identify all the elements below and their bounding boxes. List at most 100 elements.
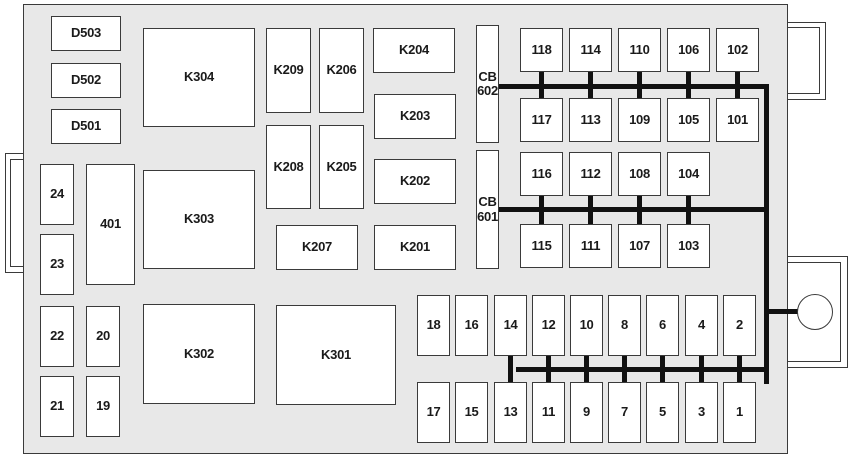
fuse-9[interactable]: 9	[570, 382, 603, 443]
busbar-stub	[584, 354, 589, 384]
battery-terminal-stud	[797, 294, 833, 330]
diode-d501[interactable]: D501	[51, 109, 121, 144]
busbar-stub	[637, 70, 642, 100]
relay-label: K208	[273, 158, 304, 174]
fuse-5[interactable]: 5	[646, 382, 679, 443]
fuse-117[interactable]: 117	[520, 98, 563, 142]
circuit-breaker-cb601[interactable]: CB 601	[476, 150, 499, 269]
busbar-mini-fuses	[516, 367, 768, 372]
fuse-118[interactable]: 118	[520, 28, 563, 72]
fuse-16[interactable]: 16	[455, 295, 488, 356]
relay-label: K209	[273, 62, 304, 78]
fuse-111[interactable]: 111	[569, 224, 612, 268]
relay-k205[interactable]: K205	[319, 125, 364, 209]
diode-label: D503	[71, 25, 101, 41]
relay-k204[interactable]: K204	[373, 28, 455, 73]
fuse-label: 6	[659, 317, 666, 333]
fuse-24[interactable]: 24	[40, 164, 74, 225]
fuse-101[interactable]: 101	[716, 98, 759, 142]
fuse-17[interactable]: 17	[417, 382, 450, 443]
fuse-label: 102	[727, 41, 748, 57]
fuse-label: 401	[100, 216, 121, 232]
fuse-label: 1	[736, 404, 743, 420]
busbar-cb602	[497, 84, 768, 89]
fuse-115[interactable]: 115	[520, 224, 563, 268]
relay-label: K202	[400, 173, 430, 189]
fuse-15[interactable]: 15	[455, 382, 488, 443]
busbar-stub	[686, 70, 691, 100]
fuse-label: 7	[621, 404, 628, 420]
fuse-116[interactable]: 116	[520, 152, 563, 196]
fuse-label: 118	[531, 41, 552, 57]
circuit-breaker-cb602[interactable]: CB 602	[476, 25, 499, 143]
relay-k201[interactable]: K201	[374, 225, 456, 270]
fuse-2[interactable]: 2	[723, 295, 756, 356]
diode-d502[interactable]: D502	[51, 63, 121, 98]
relay-label: K304	[184, 69, 214, 85]
relay-k206[interactable]: K206	[319, 28, 364, 113]
cb-label-line2: 601	[477, 208, 498, 224]
relay-k301[interactable]: K301	[276, 305, 396, 405]
fuse-13[interactable]: 13	[494, 382, 527, 443]
fuse-21[interactable]: 21	[40, 376, 74, 437]
fuse-label: 9	[583, 404, 590, 420]
fuse-107[interactable]: 107	[618, 224, 661, 268]
relay-label: K203	[400, 108, 430, 124]
busbar-stub	[737, 354, 742, 384]
relay-k203[interactable]: K203	[374, 94, 456, 139]
relay-k208[interactable]: K208	[266, 125, 311, 209]
fuse-105[interactable]: 105	[667, 98, 710, 142]
relay-label: K205	[326, 158, 357, 174]
fuse-label: 113	[580, 111, 601, 127]
fuse-20[interactable]: 20	[86, 306, 120, 367]
fuse-112[interactable]: 112	[569, 152, 612, 196]
fuse-114[interactable]: 114	[569, 28, 612, 72]
busbar-stub	[686, 194, 691, 226]
fuse-3[interactable]: 3	[685, 382, 718, 443]
fuse-7[interactable]: 7	[608, 382, 641, 443]
relay-k303[interactable]: K303	[143, 170, 255, 269]
fuse-106[interactable]: 106	[667, 28, 710, 72]
fuse-label: 22	[50, 328, 64, 344]
relay-k304[interactable]: K304	[143, 28, 255, 127]
fuse-109[interactable]: 109	[618, 98, 661, 142]
fuse-110[interactable]: 110	[618, 28, 661, 72]
fuse-label: 109	[629, 111, 650, 127]
fuse-6[interactable]: 6	[646, 295, 679, 356]
busbar-stub	[699, 354, 704, 384]
fuse-4[interactable]: 4	[685, 295, 718, 356]
relay-k207[interactable]: K207	[276, 225, 358, 270]
fuse-1[interactable]: 1	[723, 382, 756, 443]
fuse-label: 3	[698, 404, 705, 420]
fuse-11[interactable]: 11	[532, 382, 565, 443]
fuse-8[interactable]: 8	[608, 295, 641, 356]
relay-k209[interactable]: K209	[266, 28, 311, 113]
fuse-19[interactable]: 19	[86, 376, 120, 437]
busbar-stub	[735, 70, 740, 100]
relay-k202[interactable]: K202	[374, 159, 456, 204]
fuse-108[interactable]: 108	[618, 152, 661, 196]
relay-label: K303	[184, 211, 214, 227]
diode-label: D502	[71, 72, 101, 88]
relay-label: K204	[399, 42, 429, 58]
fuse-label: 117	[531, 111, 552, 127]
fuse-14[interactable]: 14	[494, 295, 527, 356]
fuse-401[interactable]: 401	[86, 164, 135, 285]
fuse-label: 8	[621, 317, 628, 333]
diode-d503[interactable]: D503	[51, 16, 121, 51]
fuse-label: 15	[464, 404, 479, 420]
fuse-10[interactable]: 10	[570, 295, 603, 356]
fuse-18[interactable]: 18	[417, 295, 450, 356]
fuse-104[interactable]: 104	[667, 152, 710, 196]
fuse-12[interactable]: 12	[532, 295, 565, 356]
fuse-103[interactable]: 103	[667, 224, 710, 268]
fuse-22[interactable]: 22	[40, 306, 74, 367]
fuse-102[interactable]: 102	[716, 28, 759, 72]
relay-label: K207	[302, 239, 332, 255]
fuse-113[interactable]: 113	[569, 98, 612, 142]
fuse-23[interactable]: 23	[40, 234, 74, 295]
fuse-label: 105	[678, 111, 699, 127]
relay-label: K201	[400, 239, 430, 255]
relay-k302[interactable]: K302	[143, 304, 255, 404]
cb-label-line2: 602	[477, 83, 498, 98]
